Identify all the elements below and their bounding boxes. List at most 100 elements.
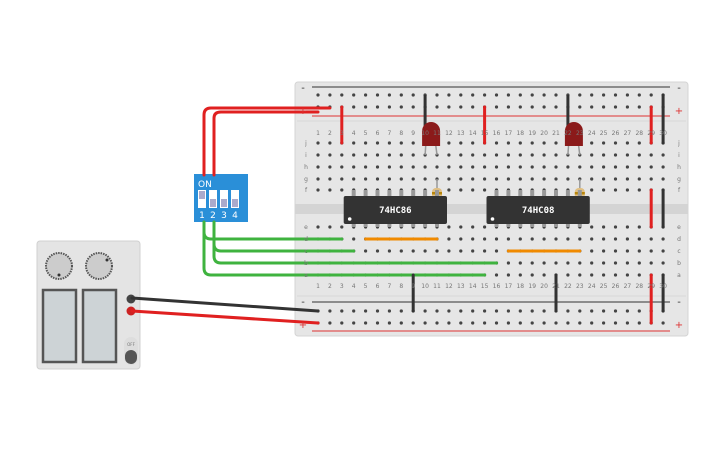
hole[interactable] — [542, 177, 546, 181]
hole[interactable] — [578, 261, 582, 265]
hole[interactable] — [471, 165, 475, 169]
hole[interactable] — [590, 153, 594, 157]
rail-hole[interactable] — [494, 321, 499, 325]
hole[interactable] — [483, 188, 487, 192]
hole[interactable] — [518, 237, 522, 241]
rail-hole[interactable] — [506, 309, 510, 313]
hole[interactable] — [387, 153, 391, 157]
hole[interactable] — [494, 273, 499, 277]
hole[interactable] — [649, 261, 653, 265]
hole[interactable] — [447, 177, 451, 181]
hole[interactable] — [423, 249, 427, 253]
hole[interactable] — [530, 273, 534, 277]
rail-hole[interactable] — [399, 321, 403, 325]
hole[interactable] — [637, 225, 641, 229]
hole[interactable] — [637, 237, 641, 241]
rail-hole[interactable] — [447, 93, 451, 97]
rail-hole[interactable] — [590, 321, 594, 325]
hole[interactable] — [506, 273, 510, 277]
wire-red[interactable] — [130, 309, 320, 325]
rail-hole[interactable] — [447, 321, 451, 325]
hole[interactable] — [399, 249, 403, 253]
hole[interactable] — [328, 188, 332, 192]
hole[interactable] — [566, 261, 570, 265]
hole[interactable] — [590, 261, 594, 265]
hole[interactable] — [316, 225, 320, 229]
rail-hole[interactable] — [435, 321, 439, 325]
rail-hole[interactable] — [364, 309, 368, 313]
hole[interactable] — [375, 153, 380, 157]
hole[interactable] — [316, 188, 320, 192]
rail-hole[interactable] — [340, 321, 344, 325]
hole[interactable] — [649, 165, 653, 169]
chip-74HC86[interactable] — [343, 196, 447, 224]
rail-hole[interactable] — [566, 309, 570, 313]
hole[interactable] — [661, 177, 665, 181]
hole[interactable] — [387, 177, 391, 181]
hole[interactable] — [506, 165, 510, 169]
rail-hole[interactable] — [602, 321, 606, 325]
rail-hole[interactable] — [328, 93, 332, 97]
rail-hole[interactable] — [387, 321, 391, 325]
hole[interactable] — [590, 141, 594, 145]
hole[interactable] — [661, 249, 665, 253]
voltage-knob[interactable] — [45, 252, 73, 280]
rail-hole[interactable] — [471, 309, 475, 313]
hole[interactable] — [352, 237, 356, 241]
hole[interactable] — [602, 273, 606, 277]
rail-hole[interactable] — [364, 93, 368, 97]
hole[interactable] — [352, 165, 356, 169]
hole[interactable] — [387, 165, 391, 169]
rail-hole[interactable] — [352, 309, 356, 313]
rail-hole[interactable] — [459, 321, 463, 325]
hole[interactable] — [518, 177, 522, 181]
hole[interactable] — [506, 153, 510, 157]
hole[interactable] — [637, 141, 641, 145]
hole[interactable] — [637, 273, 641, 277]
rail-hole[interactable] — [459, 309, 463, 313]
hole[interactable] — [447, 188, 451, 192]
hole[interactable] — [542, 153, 546, 157]
rail-hole[interactable] — [625, 93, 630, 97]
hole[interactable] — [459, 177, 463, 181]
hole[interactable] — [637, 188, 641, 192]
rail-hole[interactable] — [423, 309, 427, 313]
rail-hole[interactable] — [602, 93, 606, 97]
hole[interactable] — [494, 237, 499, 241]
rail-hole[interactable] — [352, 93, 356, 97]
rail-hole[interactable] — [471, 105, 475, 109]
hole[interactable] — [625, 141, 630, 145]
hole[interactable] — [364, 249, 368, 253]
hole[interactable] — [590, 177, 594, 181]
hole[interactable] — [340, 225, 344, 229]
rail-hole[interactable] — [625, 105, 630, 109]
hole[interactable] — [459, 141, 463, 145]
hole[interactable] — [328, 177, 332, 181]
hole[interactable] — [613, 237, 618, 241]
rail-hole[interactable] — [364, 105, 368, 109]
hole[interactable] — [590, 237, 594, 241]
rail-hole[interactable] — [578, 105, 582, 109]
hole[interactable] — [625, 165, 630, 169]
hole[interactable] — [328, 141, 332, 145]
hole[interactable] — [649, 237, 653, 241]
rail-hole[interactable] — [387, 105, 391, 109]
rail-hole[interactable] — [530, 105, 534, 109]
hole[interactable] — [375, 165, 380, 169]
hole[interactable] — [459, 153, 463, 157]
rail-hole[interactable] — [483, 93, 487, 97]
rail-hole[interactable] — [471, 321, 475, 325]
hole[interactable] — [483, 153, 487, 157]
hole[interactable] — [387, 249, 391, 253]
rail-hole[interactable] — [530, 93, 534, 97]
hole[interactable] — [590, 225, 594, 229]
hole[interactable] — [411, 249, 415, 253]
rail-hole[interactable] — [649, 93, 653, 97]
rail-hole[interactable] — [518, 105, 522, 109]
rail-hole[interactable] — [423, 321, 427, 325]
hole[interactable] — [554, 261, 558, 265]
hole[interactable] — [352, 177, 356, 181]
wire-green[interactable] — [202, 220, 487, 277]
rail-hole[interactable] — [375, 105, 380, 109]
hole[interactable] — [340, 153, 344, 157]
